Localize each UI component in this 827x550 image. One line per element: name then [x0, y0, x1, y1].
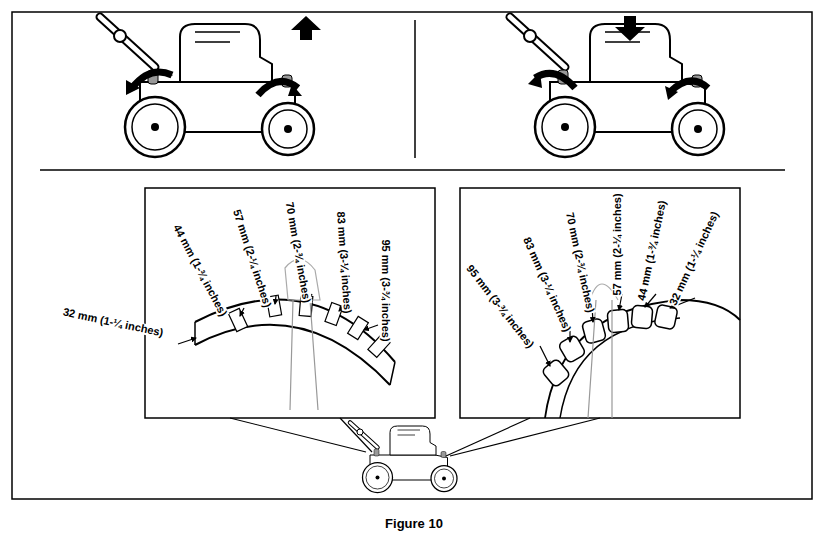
height-label: 95 mm (3-¾ inches) [380, 238, 391, 342]
height-label: 57 mm (2-¼ inches) [612, 192, 623, 296]
figure-caption: Figure 10 [385, 516, 443, 531]
